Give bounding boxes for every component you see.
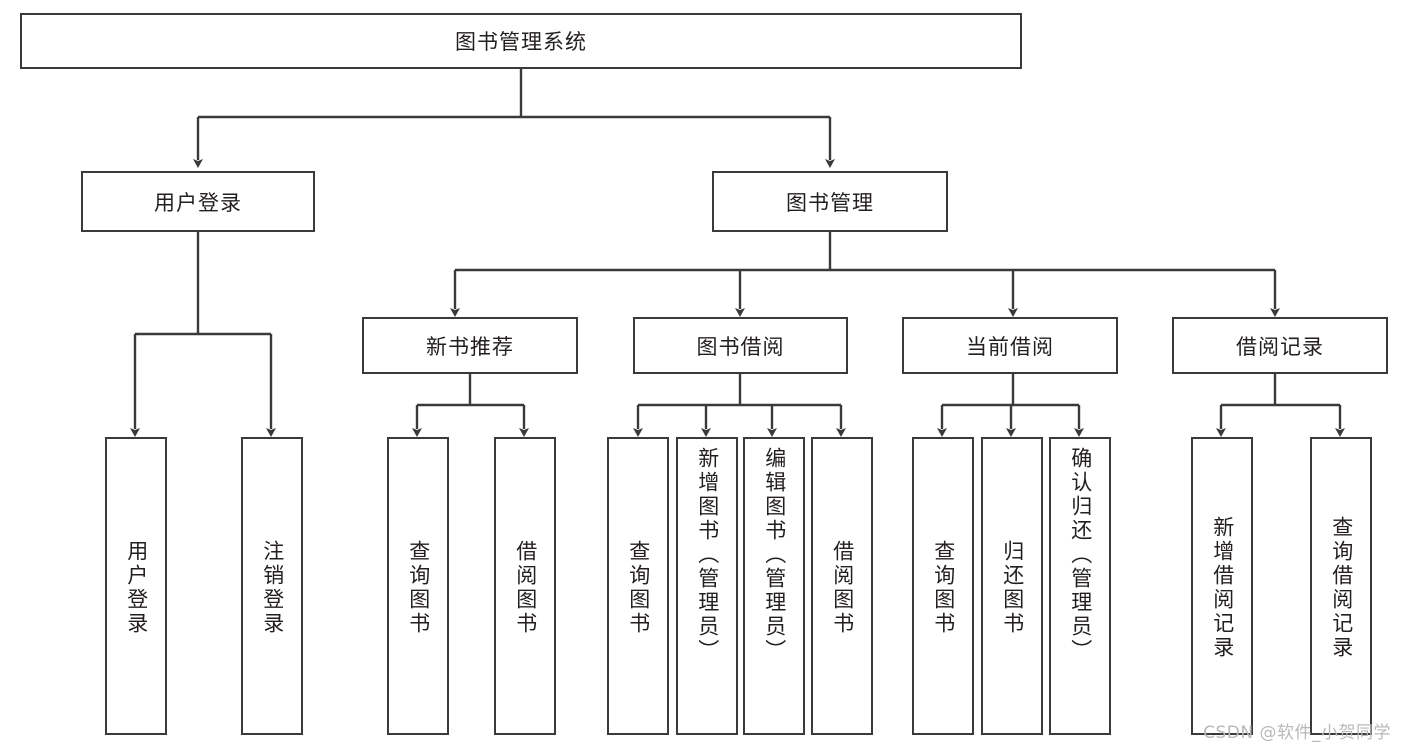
leaf-user-login[interactable]: 用户登录 [105,437,167,735]
leaf-bb-edit-book-label: 编辑图书（管理员） [762,447,787,663]
leaf-bb-borrow-book[interactable]: 借阅图书 [811,437,873,735]
node-borrow-record-label: 借阅记录 [1236,334,1324,359]
leaf-bb-query-book-label: 查询图书 [626,540,651,636]
leaf-nb-borrow-book[interactable]: 借阅图书 [494,437,556,735]
node-book-borrow-label: 图书借阅 [696,334,785,359]
leaf-cb-query-book-label: 查询图书 [931,540,956,636]
node-book-borrow[interactable]: 图书借阅 [633,317,848,374]
node-new-book-recommend[interactable]: 新书推荐 [362,317,578,374]
leaf-nb-borrow-book-label: 借阅图书 [513,540,538,636]
leaf-br-add-record[interactable]: 新增借阅记录 [1191,437,1253,735]
node-root[interactable]: 图书管理系统 [20,13,1022,69]
node-root-label: 图书管理系统 [455,30,587,54]
leaf-br-query-record[interactable]: 查询借阅记录 [1310,437,1372,735]
leaf-logout-label: 注销登录 [260,540,285,636]
leaf-bb-query-book[interactable]: 查询图书 [607,437,669,735]
leaf-nb-query-book[interactable]: 查询图书 [387,437,449,735]
node-new-book-recommend-label: 新书推荐 [426,334,514,359]
leaf-bb-add-book-label: 新增图书（管理员） [695,447,720,663]
leaf-user-login-label: 用户登录 [124,540,149,636]
leaf-cb-confirm-return-label: 确认归还（管理员） [1068,447,1093,663]
node-user-login[interactable]: 用户登录 [81,171,315,232]
node-borrow-record[interactable]: 借阅记录 [1172,317,1388,374]
leaf-br-add-record-label: 新增借阅记录 [1210,516,1235,660]
leaf-logout[interactable]: 注销登录 [241,437,303,735]
leaf-cb-return-book-label: 归还图书 [1000,540,1025,636]
node-user-login-label: 用户登录 [154,190,242,215]
leaf-bb-edit-book[interactable]: 编辑图书（管理员） [743,437,805,735]
node-current-borrow[interactable]: 当前借阅 [902,317,1118,374]
leaf-cb-return-book[interactable]: 归还图书 [981,437,1043,735]
leaf-nb-query-book-label: 查询图书 [406,540,431,636]
node-book-manage-label: 图书管理 [786,190,874,215]
node-current-borrow-label: 当前借阅 [966,334,1054,359]
leaf-cb-confirm-return[interactable]: 确认归还（管理员） [1049,437,1111,735]
leaf-bb-borrow-book-label: 借阅图书 [830,540,855,636]
leaf-cb-query-book[interactable]: 查询图书 [912,437,974,735]
leaf-bb-add-book[interactable]: 新增图书（管理员） [676,437,738,735]
leaf-br-query-record-label: 查询借阅记录 [1329,516,1354,660]
node-book-manage[interactable]: 图书管理 [712,171,948,232]
